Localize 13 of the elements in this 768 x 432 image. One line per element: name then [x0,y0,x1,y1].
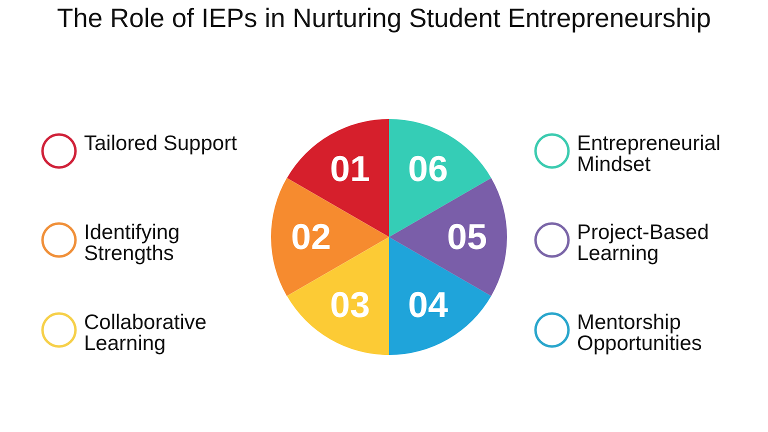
slice-number: 06 [408,149,448,190]
legend-text: Mentorship Opportunities [577,311,702,355]
legend-text: Project-Based Learning [577,221,709,265]
slice-number: 04 [408,284,448,325]
slice-number: 05 [446,217,488,257]
title: The Role of IEPs in Nurturing Student Entrepreneurship [56,2,712,34]
slice-number: 01 [330,149,370,190]
legend-text: Collaborative Learning [84,311,207,355]
slice-number: 03 [330,284,370,325]
legend-text: Entrepreneurial Mindset [577,132,721,176]
slice-number: 02 [290,217,332,257]
legend-text: Tailored Support [84,132,237,155]
legend-text: Identifying Strengths [84,221,180,265]
